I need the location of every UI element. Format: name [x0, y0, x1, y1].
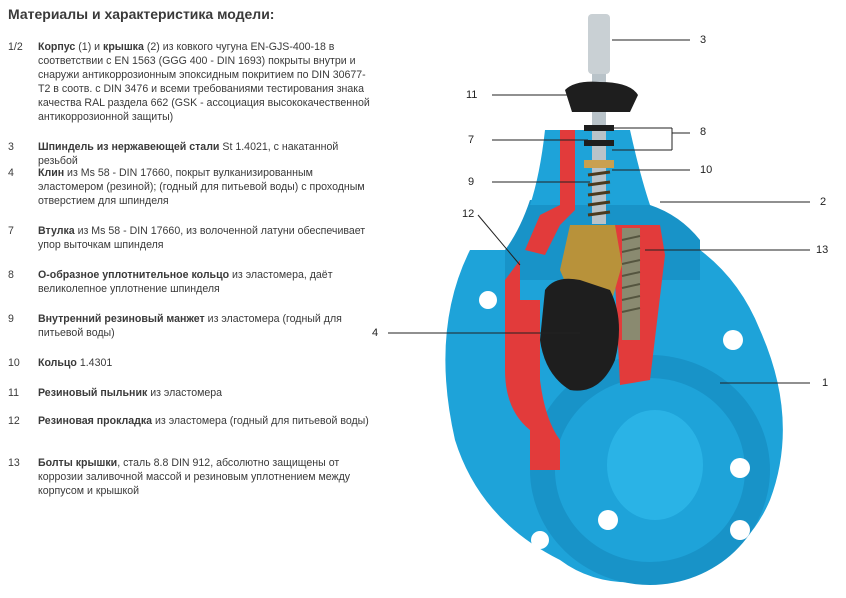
callout-13: 13 [816, 244, 829, 256]
item-number: 4 [8, 167, 14, 179]
list-item: 8 O-образное уплотнительное кольцо из эл… [8, 268, 370, 296]
item-number: 11 [8, 387, 19, 399]
list-item: 4 Клин из Ms 58 - DIN 17660, покрыт вулк… [8, 166, 370, 208]
item-connector: (1) и [75, 41, 104, 53]
bore-opening [607, 410, 703, 520]
item-number: 10 [8, 357, 20, 369]
page-title: Материалы и характеристика модели: [8, 6, 275, 22]
item-description: St 1.4021, с накатанной резьбой [38, 141, 339, 167]
bolt-hole [730, 458, 750, 478]
item-description: из эластомера (годный для питьевой воды) [38, 313, 342, 339]
body-section-cut [505, 260, 560, 470]
list-item: 3 Шпиндель из нержавеющей стали St 1.402… [8, 140, 370, 168]
callout-1: 1 [822, 377, 829, 389]
item-number: 7 [8, 225, 14, 237]
item-description: из эластомера, даёт великолепное уплотне… [38, 269, 333, 295]
callout-2: 2 [820, 196, 827, 208]
stem-top-knurled [588, 14, 610, 74]
list-item: 1/2 Корпус (1) и крышка (2) из ковкого ч… [8, 40, 370, 124]
callout-9: 9 [468, 176, 475, 188]
item-name: O-образное уплотнительное кольцо [38, 269, 230, 281]
item-number: 13 [8, 457, 20, 469]
item-name: Шпиндель из нержавеющей стали [38, 141, 220, 153]
bolt-hole [723, 330, 743, 350]
callout-12: 12 [462, 208, 475, 220]
item-description: из эластомера (годный для питьевой воды) [152, 415, 369, 427]
callout-8: 8 [700, 126, 707, 138]
callout-10: 10 [700, 164, 713, 176]
item-name: Клин [38, 167, 65, 179]
item-number: 3 [8, 141, 14, 153]
bolt-hole [730, 520, 750, 540]
item-description: из Ms 58 - DIN 17660, покрыт вулканизиро… [38, 167, 365, 207]
item-name: Кольцо [38, 357, 77, 369]
callout-4: 4 [372, 327, 379, 339]
item-name: Резиновая прокладка [38, 415, 153, 427]
item-description: 1.4301 [76, 357, 113, 369]
o-ring [584, 140, 614, 146]
bolt-hole [531, 531, 549, 549]
item-description: из эластомера [147, 387, 223, 399]
rubber-dust-boot [565, 81, 638, 112]
item-number: 12 [8, 415, 20, 427]
bonnet-section-cut [525, 130, 575, 255]
bolt-thread [621, 235, 641, 313]
item-number: 9 [8, 313, 14, 325]
item-name: Болты крышки [38, 457, 118, 469]
list-item: 12 Резиновая прокладка из эластомера (го… [8, 414, 370, 428]
list-item: 13 Болты крышки, сталь 8.8 DIN 912, абсо… [8, 456, 370, 498]
list-item: 7 Втулка из Ms 58 - DIN 17660, из волоче… [8, 224, 370, 252]
list-item: 9 Внутренний резиновый манжет из эластом… [8, 312, 370, 340]
leader-lines [388, 39, 810, 384]
item-description: (2) из ковкого чугуна EN-GJS-400-18 в со… [38, 41, 370, 123]
callout-11: 11 [466, 89, 478, 101]
callout-3: 3 [700, 34, 707, 46]
list-item: 10 Кольцо 1.4301 [8, 356, 370, 370]
item-description: из Ms 58 - DIN 17660, из волоченной лату… [38, 225, 366, 251]
item-description: , сталь 8.8 DIN 912, абсолютно защищены … [38, 457, 351, 497]
item-number: 8 [8, 269, 14, 281]
item-number: 1/2 [8, 41, 23, 53]
bolt-hole [479, 291, 497, 309]
callout-7: 7 [468, 134, 475, 146]
bolt-hole [598, 510, 618, 530]
ring [584, 160, 614, 168]
item-name: крышка [103, 41, 144, 53]
item-name: Корпус [38, 41, 76, 53]
rubber-wedge [540, 278, 619, 391]
item-name: Втулка [38, 225, 75, 237]
o-ring [584, 125, 614, 131]
item-name: Резиновый пыльник [38, 387, 148, 399]
list-item: 11 Резиновый пыльник из эластомера [8, 386, 370, 400]
stem-thread [587, 170, 611, 217]
item-name: Внутренний резиновый манжет [38, 313, 205, 325]
